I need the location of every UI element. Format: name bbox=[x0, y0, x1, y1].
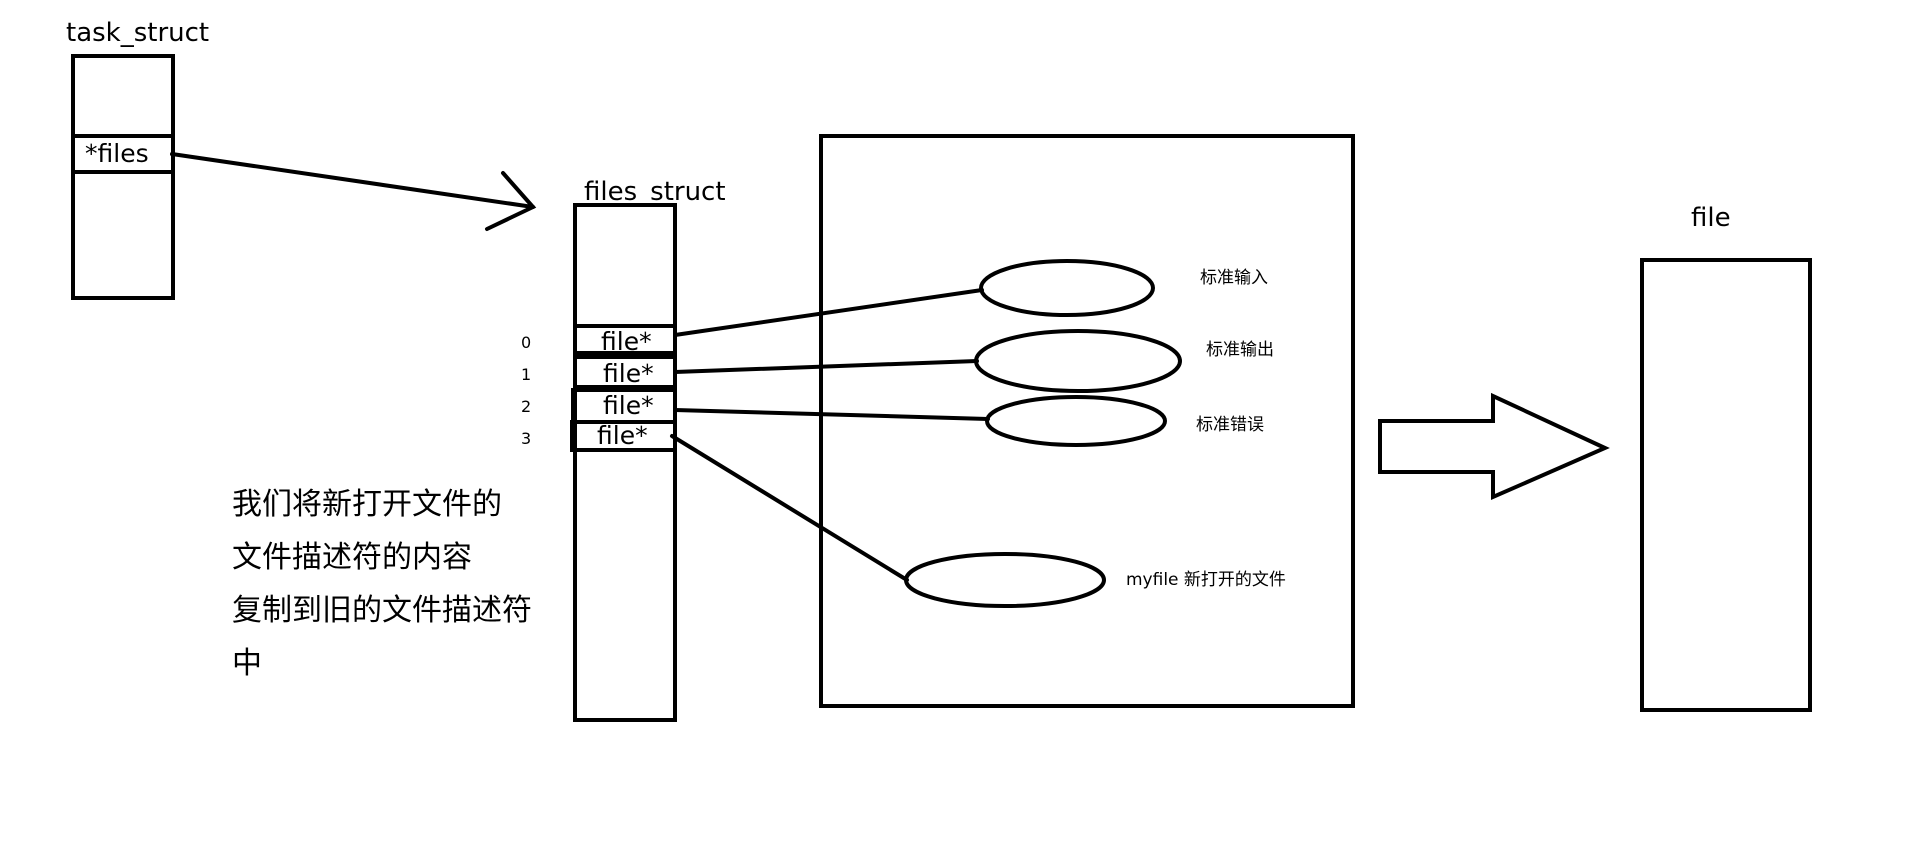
open-files-box bbox=[819, 134, 1355, 708]
files-pointer-line bbox=[170, 152, 535, 209]
files-pointer-arrowhead bbox=[485, 171, 537, 231]
myfile-label: myfile 新打开的文件 bbox=[1126, 570, 1286, 590]
myfile-oval bbox=[904, 552, 1106, 608]
stderr-oval bbox=[985, 395, 1167, 447]
fd-slot-0 bbox=[573, 324, 677, 355]
fd-slot-2-label: file* bbox=[603, 391, 654, 420]
fd-index-2: 2 bbox=[521, 397, 531, 416]
file-box bbox=[1640, 258, 1812, 712]
fd-index-0: 0 bbox=[521, 333, 531, 352]
file-title: file bbox=[1691, 203, 1731, 233]
stdout-label: 标准输出 bbox=[1206, 340, 1274, 360]
files-field-label: *files bbox=[85, 139, 149, 168]
note-line-3: 复制到旧的文件描述符 bbox=[232, 593, 532, 628]
files-struct-box bbox=[573, 203, 677, 722]
block-arrow-right bbox=[1378, 392, 1610, 501]
stdout-oval bbox=[974, 329, 1182, 393]
fd-slot-1-label: file* bbox=[603, 359, 654, 388]
stdin-oval bbox=[979, 259, 1155, 317]
note-line-4: 中 bbox=[232, 646, 262, 681]
fd-slot-3-label: file* bbox=[597, 421, 648, 450]
note-line-2: 文件描述符的内容 bbox=[232, 540, 472, 575]
task-struct-title: task_struct bbox=[66, 18, 209, 48]
note-line-1: 我们将新打开文件的 bbox=[232, 487, 502, 522]
explanation-note: 我们将新打开文件的 文件描述符的内容 复制到旧的文件描述符 中 bbox=[232, 478, 572, 690]
fd-index-1: 1 bbox=[521, 365, 531, 384]
connector-3 bbox=[670, 434, 909, 582]
connector-0 bbox=[673, 288, 984, 337]
fd-slot-0-label: file* bbox=[601, 327, 652, 356]
stdin-label: 标准输入 bbox=[1200, 268, 1268, 288]
files-struct-title: files_struct bbox=[584, 177, 726, 207]
task-struct-box bbox=[71, 54, 175, 300]
fd-index-3: 3 bbox=[521, 429, 531, 448]
connector-1 bbox=[673, 359, 979, 374]
stderr-label: 标准错误 bbox=[1196, 415, 1264, 435]
connector-2 bbox=[673, 408, 990, 421]
